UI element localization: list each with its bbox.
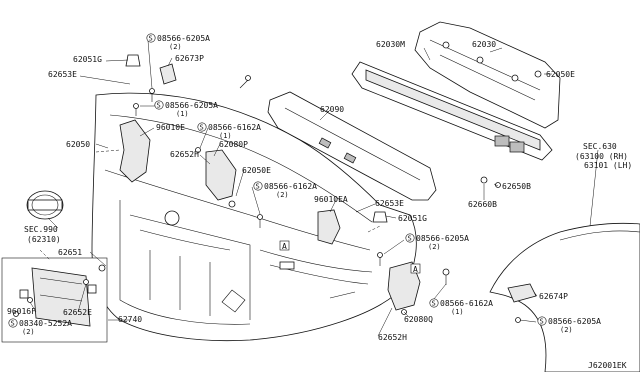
clip-62051G-right: [372, 211, 388, 223]
label-08566-6205A-top: 08566-6205A: [157, 34, 210, 43]
qty-08340-5252A: (2): [22, 328, 35, 336]
qty-08566-6162A-a: (1): [219, 132, 232, 140]
label-62051G-top: 62051G: [73, 55, 102, 64]
bracket-62674P: [507, 283, 537, 303]
bumper-fascia: [91, 92, 417, 342]
label-62050E-left: 62050E: [242, 166, 271, 175]
qty-08566-6205A-right: (2): [428, 243, 441, 251]
label-08566-6205A-mid: 08566-6205A: [165, 101, 218, 110]
screw-symbols: S S S S S S S S: [8, 33, 547, 328]
label-62740: 62740: [118, 315, 142, 324]
label-62653E-top: 62653E: [48, 70, 77, 79]
label-08566-6205A-right: 08566-6205A: [416, 234, 469, 243]
label-62080P: 62080P: [219, 140, 248, 149]
qty-08566-6162A-right: (1): [451, 308, 464, 316]
label-ref-a-1: A: [282, 242, 287, 251]
screw-symbol-8: S: [540, 318, 544, 326]
screw-symbol-1: S: [149, 35, 153, 43]
label-62051G-right: 62051G: [398, 214, 427, 223]
qty-08566-6205A-fender: (2): [560, 326, 573, 334]
label-62651: 62651: [58, 248, 82, 257]
label-96010E: 96010E: [156, 123, 185, 132]
label-62080Q: 62080Q: [404, 315, 433, 324]
label-08566-6162A-b: 08566-6162A: [264, 182, 317, 191]
screw-symbol-6: S: [432, 300, 436, 308]
label-62674P: 62674P: [539, 292, 568, 301]
fasteners: [13, 70, 542, 323]
label-62673P: 62673P: [175, 54, 204, 63]
part-labels: 62051G 62653E 08566-6205A (2) 62673P 085…: [7, 34, 632, 370]
ref-box-a-1: [279, 240, 290, 251]
label-ref-a-2: A: [413, 265, 418, 274]
bracket-96010E: [119, 119, 151, 183]
label-62660B: 62660B: [468, 200, 497, 209]
bracket-62080P: [205, 149, 237, 201]
screw-symbol-4: S: [256, 183, 260, 191]
label-08340-5252A: 08340-5252A: [19, 319, 72, 328]
screw-symbol-2: S: [157, 102, 161, 110]
label-62090: 62090: [320, 105, 344, 114]
qty-08566-6162A-b: (2): [276, 191, 289, 199]
label-08566-6162A-a: 08566-6162A: [208, 123, 261, 132]
label-62652E: 62652E: [63, 308, 92, 317]
label-08566-6205A-fender: 08566-6205A: [548, 317, 601, 326]
bracket-96010EA: [317, 209, 341, 245]
label-62650B: 62650B: [502, 182, 531, 191]
reinforcement-assembly: [351, 21, 561, 161]
label-62653E-right: 62653E: [375, 199, 404, 208]
label-sec630-lh: 63101 (LH): [584, 161, 632, 170]
nissan-emblem: [26, 190, 64, 220]
label-62652H-bottom: 62652H: [378, 333, 407, 342]
label-96016F: 96016F: [7, 307, 36, 316]
label-62652H-top: 62652H: [170, 150, 199, 159]
screw-symbol-7: S: [11, 320, 15, 328]
label-sec630: SEC.630: [583, 142, 617, 151]
diagram-code: J62001EK: [588, 361, 627, 370]
clip-62051G-top: [125, 54, 141, 67]
label-sec990: SEC.990: [24, 225, 58, 234]
license-bracket-inset: [1, 257, 108, 343]
bracket-62080Q: [387, 261, 421, 311]
label-sec630-rh: (63100 (RH): [575, 152, 628, 161]
label-62050E-right: 62050E: [546, 70, 575, 79]
screw-symbol-5: S: [408, 235, 412, 243]
qty-08566-6205A-top: (2): [169, 43, 182, 51]
label-96010EA: 96010EA: [314, 195, 348, 204]
label-62050: 62050: [66, 140, 90, 149]
dashed-leaders: [39, 149, 381, 261]
label-62030: 62030: [472, 40, 496, 49]
qty-08566-6205A-mid: (1): [176, 110, 189, 118]
energy-absorber: [267, 91, 437, 201]
screw-symbol-3: S: [200, 124, 204, 132]
label-08566-6162A-right: 08566-6162A: [440, 299, 493, 308]
label-sec990-ref: (62310): [27, 235, 61, 244]
clip-62673P: [159, 63, 177, 85]
label-62030M: 62030M: [376, 40, 405, 49]
ref-box-a-2: [410, 263, 421, 274]
